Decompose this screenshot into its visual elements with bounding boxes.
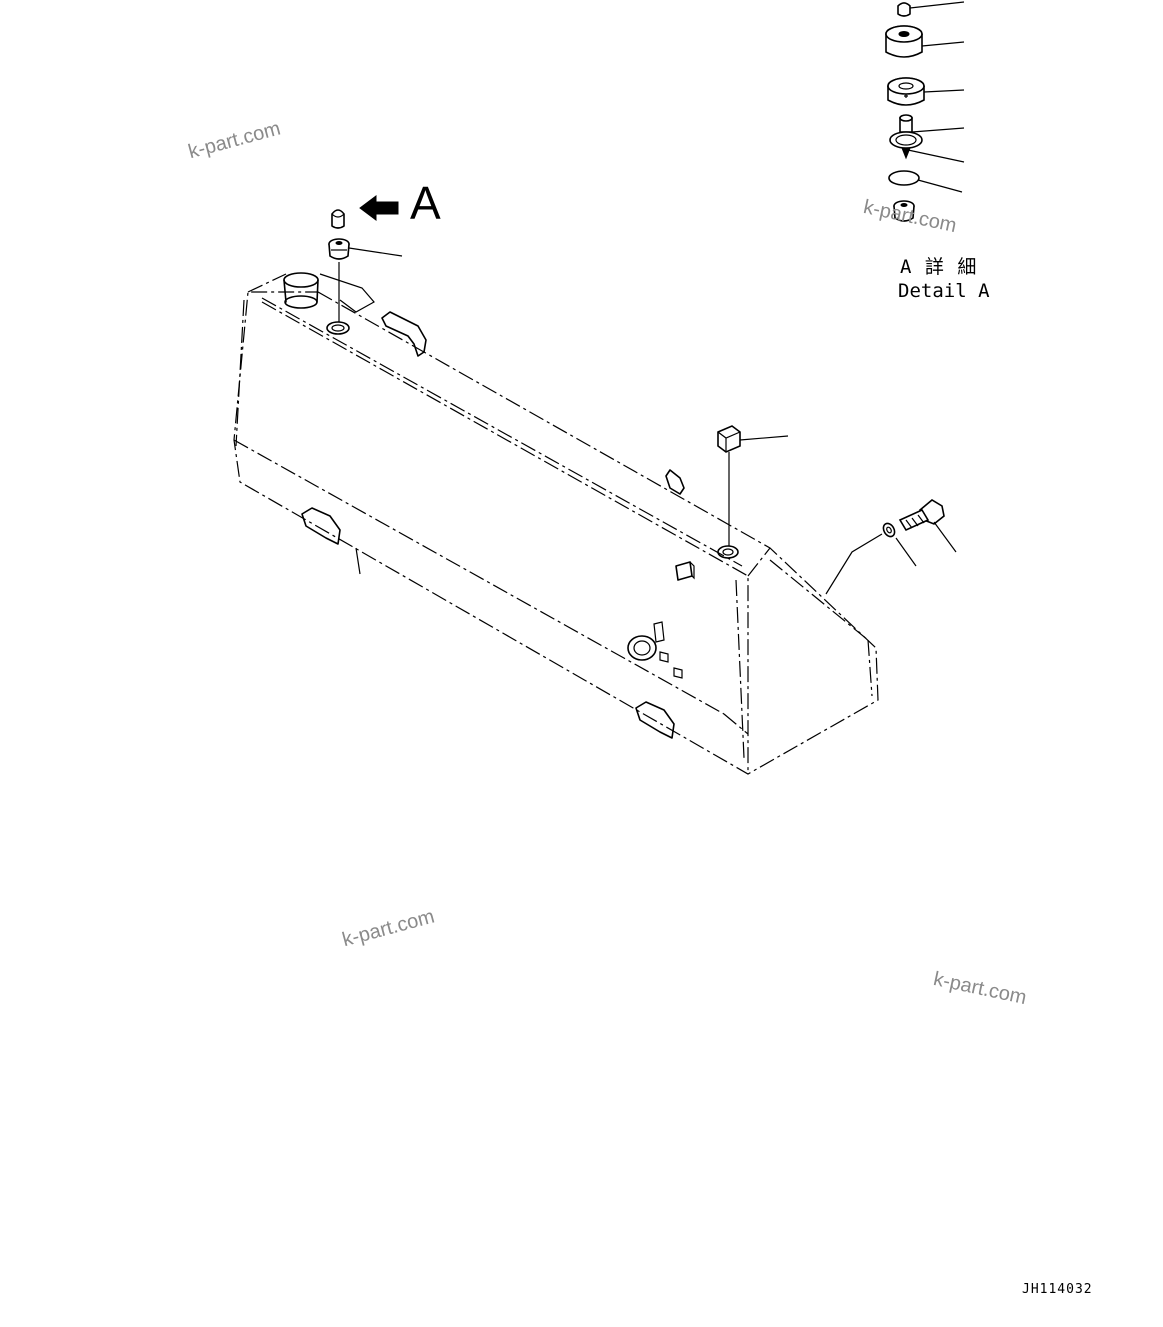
view-arrow-icon — [359, 195, 399, 221]
detail-gasket — [888, 170, 963, 193]
level-gauge-port — [627, 621, 683, 679]
leader-drain-plug — [739, 435, 789, 441]
detail-base-fitting — [893, 200, 915, 222]
mount-tab-right — [635, 701, 675, 739]
leader-washer — [895, 537, 917, 567]
port-a-seat — [326, 321, 350, 335]
leader-adapter — [348, 247, 403, 257]
detail-cap — [897, 1, 965, 17]
tank-body — [233, 273, 879, 775]
mounting-washer — [882, 522, 896, 538]
detail-cover — [885, 25, 965, 58]
filler-neck — [283, 272, 375, 313]
detail-label-jp: A 詳 細 — [900, 256, 978, 278]
mount-tab-left — [301, 507, 361, 575]
side-fitting-square — [675, 561, 695, 581]
lifting-lug — [665, 469, 685, 495]
view-label-a: A — [410, 177, 441, 229]
drain-plug-seat — [717, 545, 739, 559]
breather-cap — [331, 209, 345, 229]
detail-label-en: Detail A — [898, 280, 990, 302]
adapter-fitting — [328, 238, 350, 260]
bolt-insertion-line — [825, 533, 883, 595]
mounting-bolt — [898, 499, 945, 532]
drain-plug — [717, 425, 741, 453]
detail-element-housing — [887, 77, 965, 106]
drawing-code: JH114032 — [1022, 1282, 1093, 1297]
tank-handle — [381, 311, 427, 357]
leader-bolt — [933, 521, 957, 553]
detail-valve — [889, 114, 965, 163]
